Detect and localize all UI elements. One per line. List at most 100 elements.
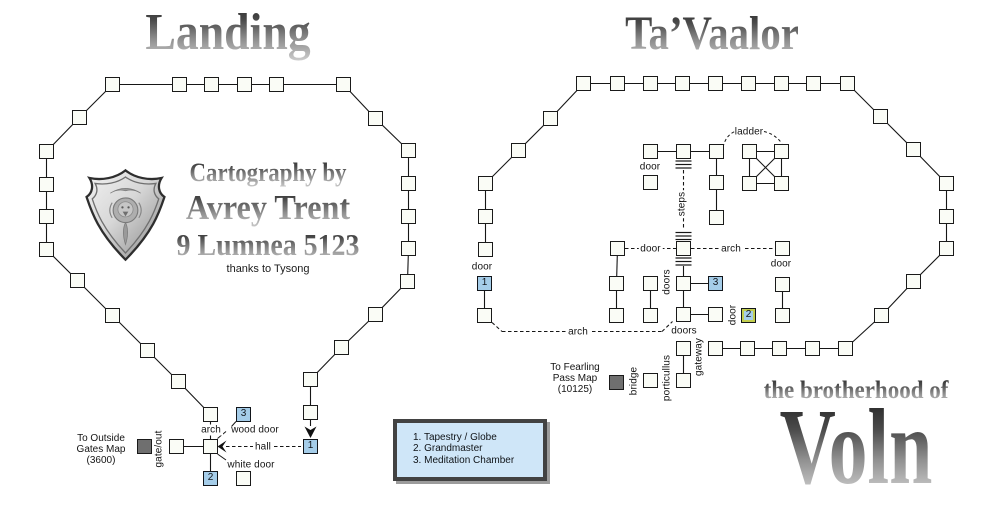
landing-room bbox=[236, 471, 251, 486]
tavaalor-room bbox=[906, 142, 921, 157]
landing-room bbox=[401, 241, 416, 256]
tavaalor-room bbox=[643, 276, 658, 291]
tavaalor-room bbox=[709, 144, 724, 159]
landing-map-title: Landing bbox=[70, 4, 387, 61]
landing-room bbox=[105, 308, 120, 323]
landing-room bbox=[400, 274, 415, 289]
voln-wordmark: Voln bbox=[762, 394, 949, 501]
tavaalor-label-door: door bbox=[727, 304, 738, 326]
landing-room bbox=[171, 374, 186, 389]
tavaalor-label-arch: arch bbox=[566, 326, 590, 337]
tavaalor-room bbox=[806, 76, 821, 91]
tavaalor-room bbox=[478, 209, 493, 224]
landing-label-arch: arch bbox=[199, 424, 223, 436]
tavaalor-room bbox=[478, 242, 493, 257]
cartographer-name: Avrey Trent bbox=[148, 188, 387, 228]
landing-room bbox=[368, 111, 383, 126]
tavaalor-label-door: door bbox=[639, 161, 661, 173]
tavaalor-label-porticullus: porticullus bbox=[661, 354, 673, 402]
tavaalor-room bbox=[774, 176, 789, 191]
landing-room bbox=[204, 77, 219, 92]
tavaalor-room bbox=[838, 341, 853, 356]
tavaalor-room bbox=[543, 111, 558, 126]
tavaalor-room bbox=[840, 76, 855, 91]
landing-room bbox=[401, 143, 416, 158]
tavaalor-room bbox=[609, 276, 624, 291]
tavaalor-room bbox=[805, 341, 820, 356]
landing-room bbox=[269, 77, 284, 92]
cartography-credit: Cartography by Avrey Trent 9 Lumnea 5123… bbox=[138, 158, 398, 276]
tavaalor-room bbox=[643, 373, 658, 388]
tavaalor-room bbox=[609, 308, 624, 323]
tavaalor-label-bridge: bridge bbox=[628, 366, 639, 395]
tavaalor-map-title: Ta’Vaalor bbox=[559, 7, 865, 61]
tavaalor-label-arch: arch bbox=[719, 243, 743, 254]
landing-room bbox=[368, 307, 383, 322]
tavaalor-room bbox=[610, 241, 625, 256]
landing-room bbox=[39, 177, 54, 192]
shield-lion-icon bbox=[85, 168, 166, 262]
one-way-arrow bbox=[304, 426, 317, 438]
tavaalor-room bbox=[742, 176, 757, 191]
landing-label-hall: hall bbox=[253, 441, 273, 452]
landing-marker-3: 3 bbox=[236, 407, 251, 422]
landing-map-link-room bbox=[137, 439, 152, 454]
tavaalor-room bbox=[774, 144, 789, 159]
tavaalor-room bbox=[741, 76, 756, 91]
credit-date: 9 Lumnea 5123 bbox=[151, 228, 385, 262]
tavaalor-room bbox=[775, 277, 790, 292]
landing-room bbox=[39, 209, 54, 224]
voln-brotherhood-title: the brotherhood of Voln bbox=[726, 377, 986, 501]
tavaalor-room bbox=[709, 210, 724, 225]
tavaalor-label-doors: doors bbox=[671, 325, 697, 337]
landing-room bbox=[203, 439, 218, 454]
tavaalor-marker-3: 3 bbox=[708, 276, 723, 291]
landing-room bbox=[336, 77, 351, 92]
tavaalor-room bbox=[742, 144, 757, 159]
landing-room bbox=[39, 144, 54, 159]
tavaalor-label-doors: doors bbox=[661, 268, 672, 295]
legend-item: 3. Meditation Chamber bbox=[413, 454, 515, 466]
landing-room bbox=[39, 242, 54, 257]
tavaalor-room bbox=[643, 76, 658, 91]
tavaalor-label-door: door bbox=[471, 261, 493, 273]
legend-item: 1. Tapestry / Globe bbox=[413, 432, 497, 443]
tavaalor-label-ladder: ladder bbox=[734, 126, 764, 138]
landing-room bbox=[105, 77, 120, 92]
tavaalor-room bbox=[939, 241, 954, 256]
voln-subtitle: the brotherhood of bbox=[736, 377, 975, 404]
tavaalor-room bbox=[708, 307, 723, 322]
tavaalor-room bbox=[610, 76, 625, 91]
tavaalor-room bbox=[709, 175, 724, 190]
tavaalor-room bbox=[774, 76, 789, 91]
tavaalor-room bbox=[676, 144, 691, 159]
landing-label-wood-door: wood door bbox=[231, 424, 279, 436]
tavaalor-room bbox=[874, 308, 889, 323]
tavaalor-room bbox=[478, 176, 493, 191]
landing-room bbox=[72, 110, 87, 125]
tavaalor-room bbox=[775, 308, 790, 323]
tavaalor-room bbox=[643, 144, 658, 159]
tavaalor-room bbox=[676, 241, 691, 256]
tavaalor-label-steps: steps bbox=[676, 189, 688, 219]
landing-room bbox=[70, 273, 85, 288]
tavaalor-room bbox=[906, 274, 921, 289]
tavaalor-marker-2: 2 bbox=[741, 308, 756, 323]
legend-item: 2. Grandmaster bbox=[413, 443, 483, 455]
landing-marker-2: 2 bbox=[203, 471, 218, 486]
tavaalor-room bbox=[643, 308, 658, 323]
tavaalor-room bbox=[772, 341, 787, 356]
tavaalor-marker-1: 1 bbox=[477, 276, 492, 291]
landing-room bbox=[401, 209, 416, 224]
tavaalor-room bbox=[511, 143, 526, 158]
landing-label-gate-out: gate/out bbox=[153, 430, 164, 468]
landing-room bbox=[237, 77, 252, 92]
tavaalor-label-door: door bbox=[770, 258, 792, 270]
tavaalor-room bbox=[873, 109, 888, 124]
tavaalor-room bbox=[740, 341, 755, 356]
